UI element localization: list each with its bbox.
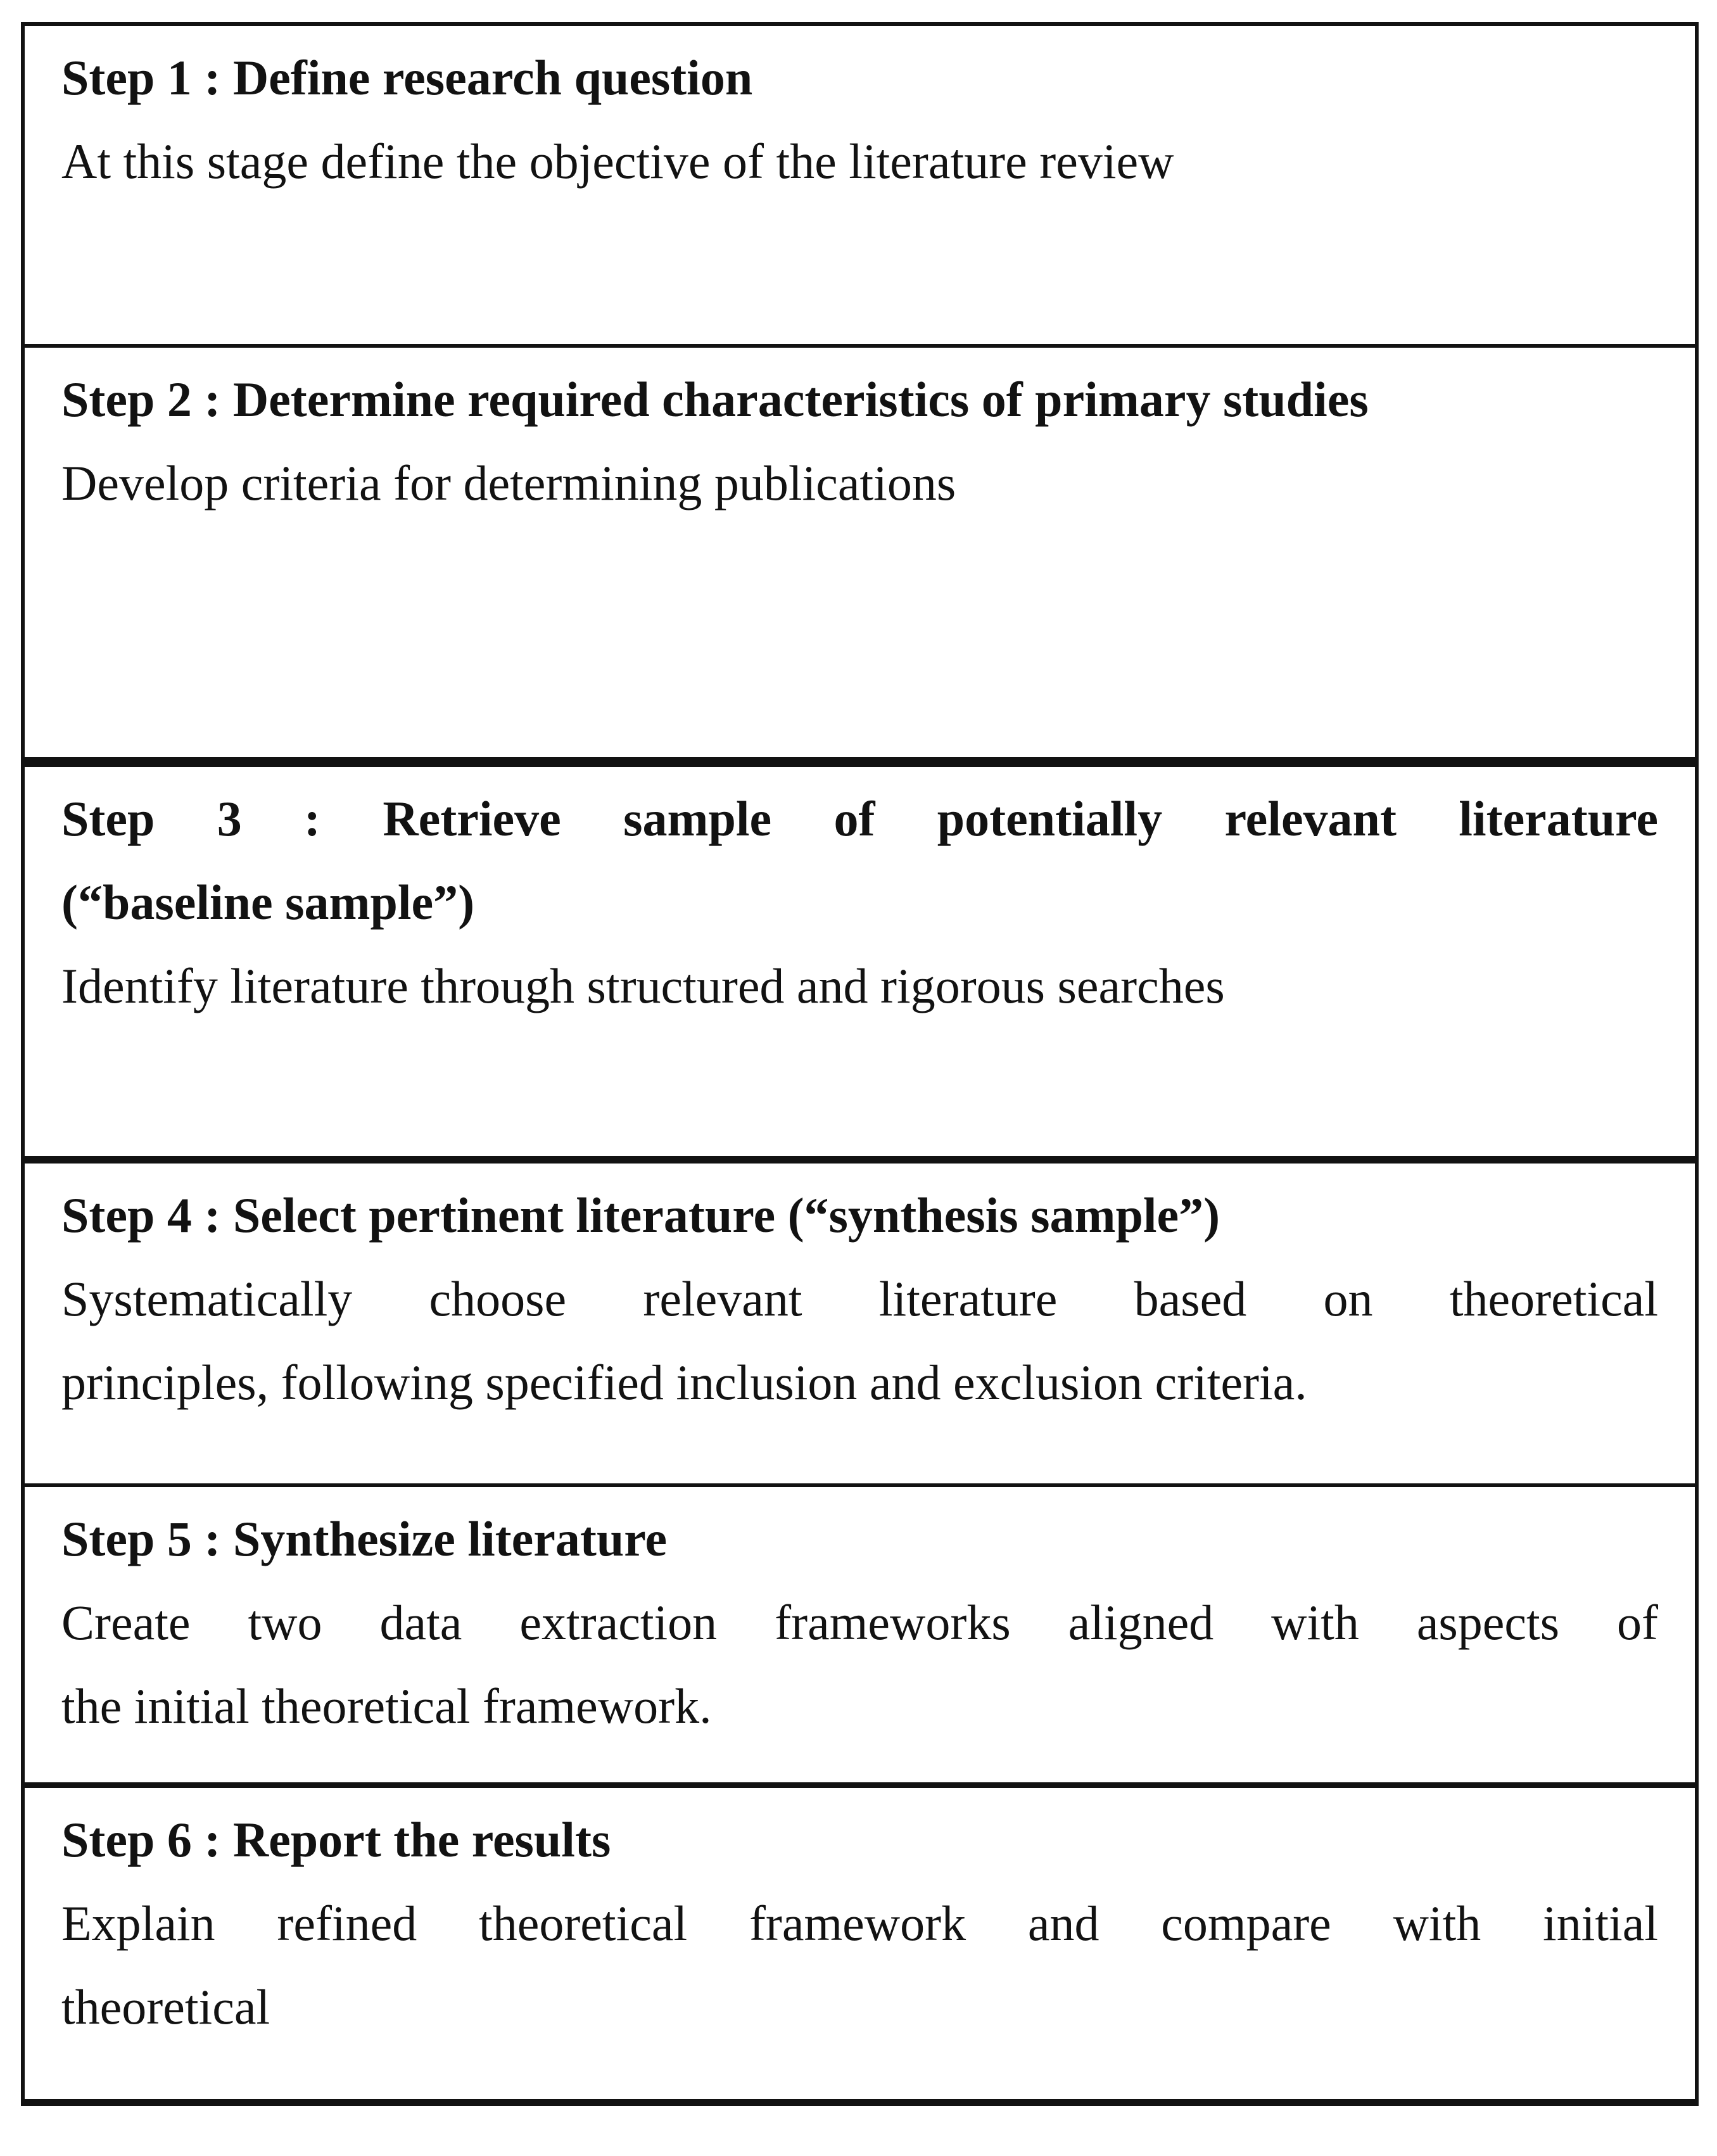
step-row-3: Step 3 : Retrieve sample of potentially … xyxy=(25,757,1695,1156)
step-row-4: Step 4 : Select pertinent literature (“s… xyxy=(25,1156,1695,1483)
step-5-heading-line-1: Step 5 : Synthesize literature xyxy=(61,1511,668,1566)
step-5-body-line-1: Create two data extraction frameworks al… xyxy=(61,1595,1658,1650)
step-4-body-line-1: Systematically choose relevant literatur… xyxy=(61,1271,1658,1326)
literature-review-steps-table: Step 1 : Define research question At this… xyxy=(21,22,1699,2106)
step-row-1: Step 1 : Define research question At this… xyxy=(25,26,1695,344)
step-1-heading-line-1: Step 1 : Define research question xyxy=(61,50,753,105)
step-4-body-line-2: principles, following specified inclusio… xyxy=(61,1355,1307,1410)
step-2-body-line-1: Develop criteria for determining publica… xyxy=(61,455,956,510)
step-5-body-line-2: the initial theoretical framework. xyxy=(61,1678,712,1734)
step-4-heading-line-1: Step 4 : Select pertinent literature (“s… xyxy=(61,1188,1220,1243)
step-6-body-line-2: theoretical xyxy=(61,1979,270,2034)
step-6-body-line-1: Explain refined theoretical framework an… xyxy=(61,1896,1658,1951)
step-3-body-line-1: Identify literature through structured a… xyxy=(61,958,1225,1013)
step-3-heading-line-2: (“baseline sample”) xyxy=(61,875,475,930)
step-6-heading-line-1: Step 6 : Report the results xyxy=(61,1812,611,1867)
step-3-heading-line-1: Step 3 : Retrieve sample of potentially … xyxy=(61,791,1658,846)
step-row-2: Step 2 : Determine required characterist… xyxy=(25,344,1695,757)
step-1-body-line-1: At this stage define the objective of th… xyxy=(61,134,1174,189)
step-2-heading-line-1: Step 2 : Determine required characterist… xyxy=(61,372,1369,427)
